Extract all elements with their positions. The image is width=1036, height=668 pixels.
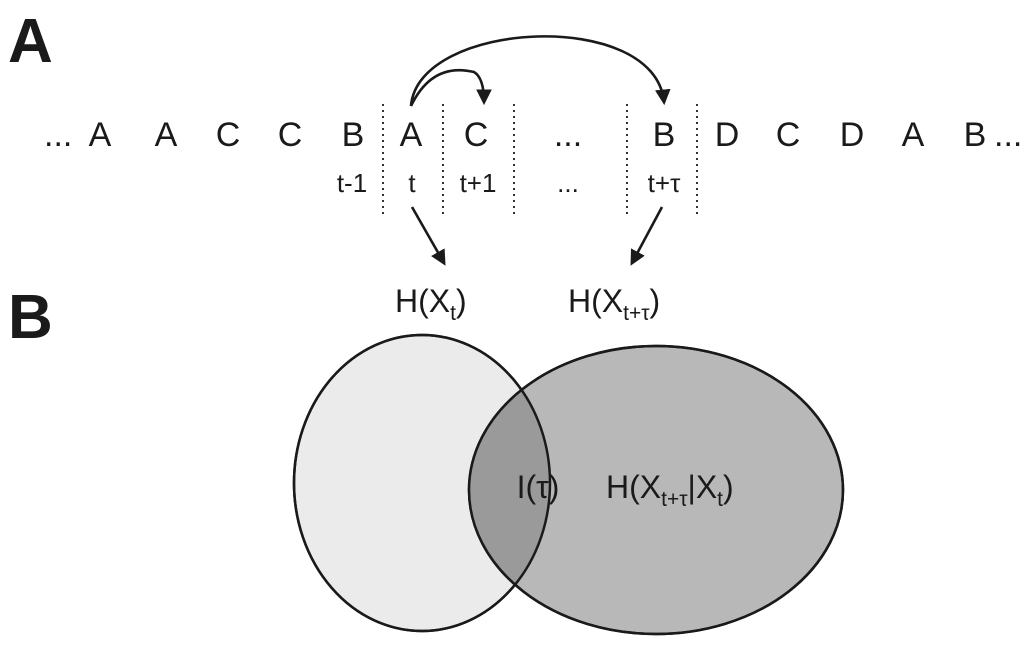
sequence-gap-ellipsis: ... [554, 116, 582, 154]
venn-right-outline [467, 344, 845, 636]
entropy-subscript: t+τ [623, 302, 650, 325]
index-label-t: t [408, 168, 416, 198]
sequence-token-t-plus-tau: B [653, 116, 676, 154]
conditional-suffix: ) [723, 469, 734, 505]
panel-label-b: B [8, 283, 53, 352]
arrow-t-to-t-plus-1 [409, 68, 492, 107]
sequence-left-ellipsis: ... [44, 116, 72, 154]
panel-label-a: A [8, 7, 53, 76]
index-label-t-plus-tau: t+τ [648, 168, 681, 198]
sequence-token: A [89, 116, 112, 154]
entropy-suffix: ) [456, 283, 467, 319]
entropy-subscript: t [450, 302, 456, 325]
conditional-subscript-1: t+τ [661, 488, 688, 511]
conditional-mid: |X [688, 469, 718, 505]
mutual-information-label: I(τ) [517, 469, 560, 505]
index-label-t-minus-1: t-1 [337, 168, 367, 198]
sequence-token: B [342, 116, 365, 154]
sequence-token: C [776, 116, 801, 154]
entropy-prefix: H(X [395, 283, 450, 319]
arrow-tau-to-h-xttau [630, 206, 664, 266]
entropy-label-h-xttau: H(Xt+τ) [568, 283, 660, 325]
entropy-suffix: ) [650, 283, 661, 319]
sequence-token-t-plus-1: C [464, 116, 489, 154]
conditional-entropy-label: H(Xt+τ|Xt) [606, 469, 734, 511]
index-label-t-plus-1: t+1 [460, 168, 497, 198]
entropy-label-h-xt: H(Xt) [395, 283, 467, 325]
sequence-token: A [155, 116, 178, 154]
arrow-t-to-h-xt [410, 206, 446, 266]
sequence-token: D [840, 116, 865, 154]
conditional-subscript-2: t [717, 488, 723, 511]
sequence-token: B [964, 116, 987, 154]
conditional-prefix: H(X [606, 469, 661, 505]
arrow-t-to-t-plus-tau [409, 35, 671, 107]
entropy-prefix: H(X [568, 283, 623, 319]
venn-left-outline [292, 333, 552, 633]
index-label-gap: ... [557, 168, 579, 198]
sequence-right-ellipsis: ... [994, 116, 1022, 154]
sequence-token: C [278, 116, 303, 154]
sequence-token: D [715, 116, 740, 154]
sequence-token: C [216, 116, 241, 154]
sequence-token-t: A [400, 116, 423, 154]
sequence-token: A [902, 116, 925, 154]
